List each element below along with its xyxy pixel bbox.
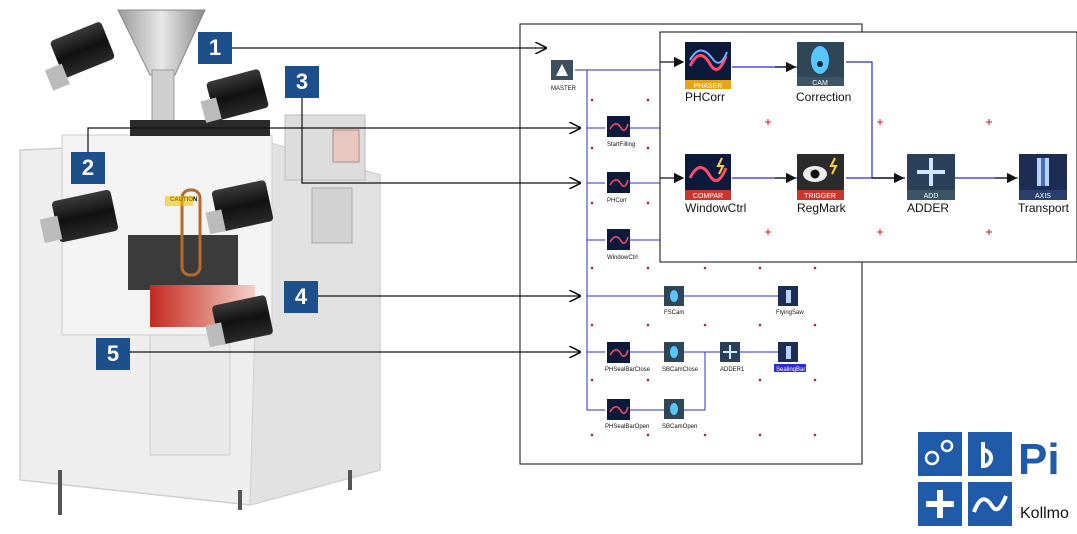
overview-node-master[interactable]: MASTER [551, 60, 577, 92]
overview-node-fscam[interactable]: FSCam [664, 286, 684, 316]
overview-node-flyingsaw[interactable]: FlyingSaw [776, 286, 804, 316]
node-label-startfilling: StartFilling [607, 142, 635, 148]
node-label-windowctrl: WindowCtrl [685, 201, 746, 215]
packaging-machine-illustration: CAUTION [19, 9, 381, 515]
overview-node-startfilling[interactable]: StartFilling [607, 116, 635, 148]
node-label-sbcamclose: SBCamClose [662, 367, 699, 373]
detail-node-regmark[interactable]: TRIGGER RegMark [797, 154, 847, 215]
node-label-fscam: FSCam [664, 310, 684, 316]
node-label-sbcamopen: SBCamOpen [662, 424, 697, 430]
node-type-trigger: TRIGGER [804, 193, 836, 200]
overview-node-sbcamclose[interactable]: SBCamClose [662, 342, 699, 373]
node-label-windowctrl: WindowCtrl [607, 255, 638, 261]
node-label-sealingbar: SealingBar [776, 367, 805, 373]
callout-5: 5 [96, 338, 130, 370]
node-label-adder1: ADDER1 [720, 367, 745, 373]
servo-motor [39, 189, 118, 243]
overview-node-sbcamopen[interactable]: SBCamOpen [662, 399, 697, 430]
detail-grid-dots [765, 119, 992, 235]
kollmorgen-logo: Pi Kollmo [918, 432, 1069, 526]
logo-brand: Pi [1018, 435, 1060, 484]
overview-grid-dots [590, 98, 817, 437]
callout-1: 1 [198, 32, 232, 64]
detail-node-transport[interactable]: AXIS Transport [1018, 154, 1070, 215]
node-label-adder: ADDER [907, 201, 949, 215]
overview-node-adder1[interactable]: ADDER1 [720, 342, 745, 373]
servo-motor [205, 295, 273, 348]
gears-icon [918, 432, 962, 476]
logo-sub: Kollmo [1020, 505, 1069, 522]
overview-node-phsealbarclose[interactable]: PHSealBarClose [605, 342, 651, 373]
node-label-phsealbarclose: PHSealBarClose [605, 367, 651, 373]
callout-3: 3 [285, 66, 319, 98]
servo-motor [205, 180, 274, 235]
node-label-phsealbaropen: PHSealBarOpen [605, 424, 649, 430]
node-type-cam: CAM [812, 80, 828, 87]
detail-arrows [660, 56, 1018, 184]
node-label-phcorr: PHCorr [685, 90, 725, 104]
detail-node-adder[interactable]: ADD ADDER [907, 154, 955, 215]
servo-motor [200, 69, 269, 123]
servo-motor [44, 22, 115, 91]
node-type-compar: COMPAR [693, 193, 723, 200]
overview-node-windowctrl[interactable]: WindowCtrl [607, 229, 638, 261]
overview-node-phcorr[interactable]: PHCorr [607, 172, 630, 204]
callout-2: 2 [71, 152, 105, 184]
node-type-add: ADD [924, 193, 939, 200]
detail-node-phcorr[interactable]: PHASER PHCorr [685, 42, 731, 104]
node-label-master: MASTER [551, 86, 577, 92]
node-type-axis: AXIS [1035, 193, 1051, 200]
detail-node-correction[interactable]: CAM Correction [796, 42, 851, 104]
overview-node-sealingbar[interactable]: SealingBar [774, 342, 806, 373]
overview-node-phsealbaropen[interactable]: PHSealBarOpen [605, 399, 649, 430]
node-label-phcorr: PHCorr [607, 198, 627, 204]
node-label-correction: Correction [796, 90, 851, 104]
node-label-regmark: RegMark [797, 201, 847, 215]
node-type-phaser: PHASER [694, 83, 723, 90]
callout-leader-lines [87, 48, 580, 352]
callout-4: 4 [284, 281, 318, 313]
node-label-transport: Transport [1018, 201, 1070, 215]
node-label-flyingsaw: FlyingSaw [776, 310, 804, 316]
detail-node-windowctrl[interactable]: COMPAR WindowCtrl [685, 154, 746, 215]
overview-links [575, 69, 778, 411]
